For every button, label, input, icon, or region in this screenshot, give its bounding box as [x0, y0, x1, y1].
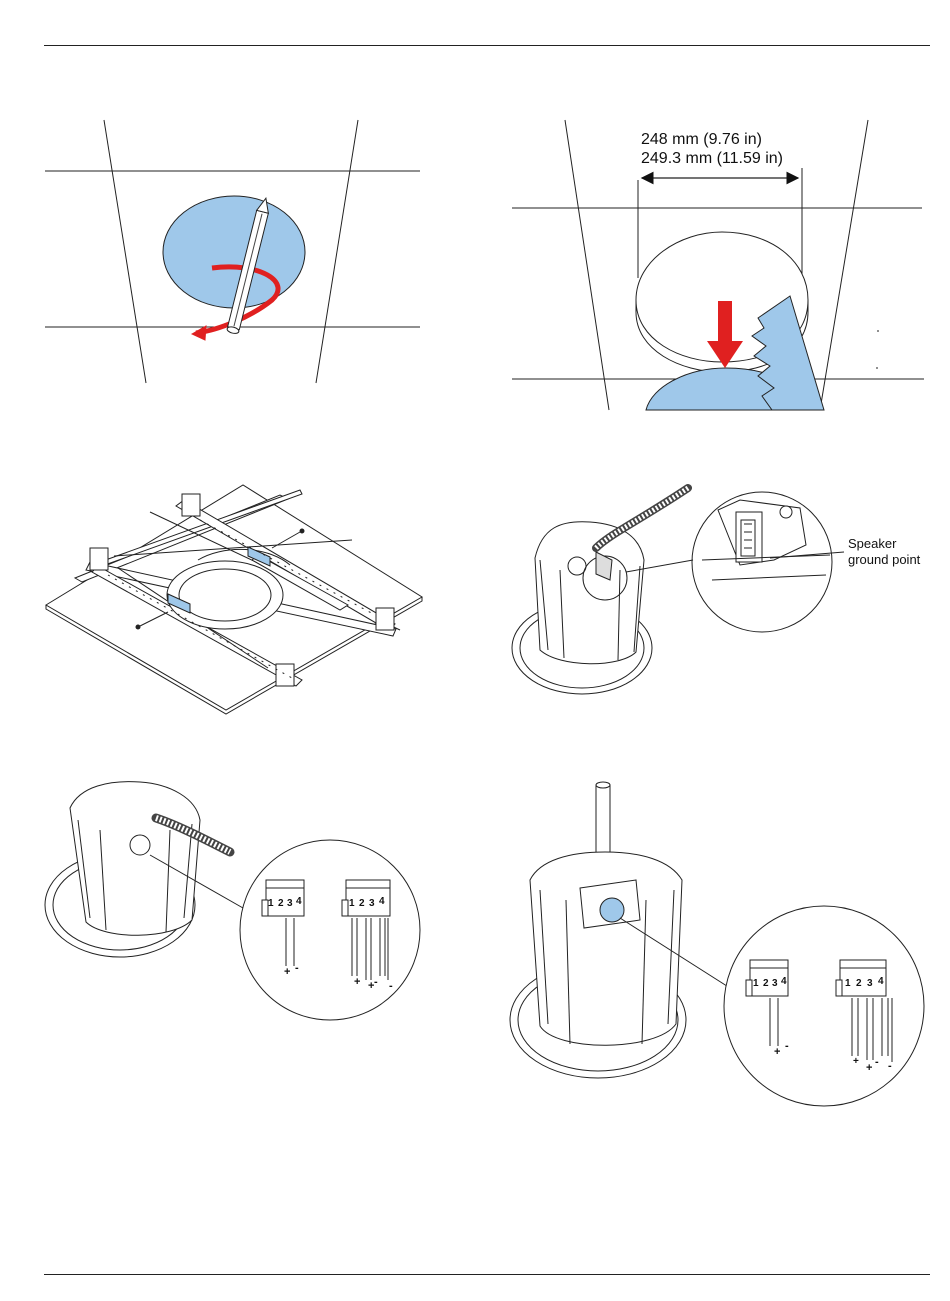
dimension-label-line1: 248 mm (9.76 in) — [641, 131, 762, 149]
pin-number: 2 — [763, 978, 769, 989]
ceiling-edge-line — [565, 120, 609, 410]
pin-number: 1 — [753, 978, 759, 989]
bracket — [276, 664, 294, 686]
pin-number: 4 — [781, 976, 787, 987]
pin-number: 2 — [359, 898, 365, 909]
bracket — [376, 608, 394, 630]
magnifier-circle — [724, 906, 924, 1106]
figure-trace-hole — [45, 120, 420, 383]
ceiling-edge-line — [316, 120, 358, 383]
polarity-minus: - — [295, 962, 299, 974]
polarity-plus: + — [853, 1056, 859, 1067]
pin-number: 1 — [268, 898, 274, 909]
pin-number: 4 — [878, 976, 884, 987]
polarity-minus: - — [875, 1056, 879, 1068]
ground-callout-label-line1: Speaker — [848, 536, 896, 551]
speaker-can — [530, 852, 682, 1045]
bracket — [182, 494, 200, 516]
polarity-plus: + — [774, 1046, 780, 1058]
dimension-label-line2: 249.3 mm (11.59 in) — [641, 150, 783, 168]
down-arrow — [718, 301, 732, 343]
polarity-minus: - — [888, 1060, 892, 1072]
pin-number: 2 — [856, 978, 862, 989]
template-disc — [163, 196, 305, 308]
pin-number: 4 — [296, 896, 302, 907]
polarity-minus: - — [785, 1040, 789, 1052]
polarity-plus: + — [354, 976, 360, 988]
ceiling-edge-line — [820, 120, 868, 410]
polarity-plus: + — [284, 966, 290, 978]
pin-number: 1 — [845, 978, 851, 989]
pin-number: 1 — [349, 898, 355, 909]
bracket — [90, 548, 108, 570]
polarity-plus: + — [866, 1062, 872, 1074]
pin-number: 3 — [867, 978, 873, 989]
pin-number: 3 — [369, 898, 375, 909]
figure-mounting-rails — [46, 485, 422, 714]
pin-number: 3 — [772, 978, 778, 989]
speaker-can — [535, 522, 644, 664]
polarity-minus: - — [389, 980, 393, 992]
magnifier-circle — [240, 840, 420, 1020]
ground-callout-label-line2: ground point — [848, 552, 920, 567]
pin-number: 2 — [278, 898, 284, 909]
figure-speaker-ground — [512, 488, 844, 694]
pin-number: 3 — [287, 898, 293, 909]
figure-wiring-right — [510, 782, 924, 1106]
pin-number: 4 — [379, 896, 385, 907]
polarity-minus: - — [374, 976, 378, 988]
ceiling-edge-line — [104, 120, 146, 383]
